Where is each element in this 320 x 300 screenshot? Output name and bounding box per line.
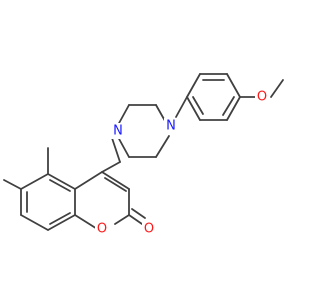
atom-label: O	[97, 222, 107, 237]
atom-labels: N N O O O	[95, 89, 269, 237]
nitrogen-atom-2: N	[111, 123, 125, 139]
double-bond-inner	[104, 177, 127, 192]
double-bond-inner	[49, 179, 71, 192]
molecule-structure: N N O O O	[3, 73, 284, 237]
bond	[270, 79, 284, 98]
bond	[101, 171, 130, 190]
bond	[114, 214, 130, 225]
double-bond-inner	[131, 208, 146, 219]
bond	[117, 136, 130, 158]
bond	[226, 73, 241, 98]
methoxyphenyl-ring	[186, 73, 241, 121]
atom-label: O	[257, 90, 267, 105]
bond	[47, 214, 76, 231]
ring-oxygen-atom: O	[95, 221, 109, 237]
carbonyl-oxygen-atom: O	[142, 221, 156, 237]
methoxy-oxygen-atom: O	[255, 89, 269, 105]
bond	[101, 161, 121, 173]
bond	[186, 96, 201, 121]
bond	[226, 96, 241, 121]
atom-label: N	[166, 119, 176, 134]
piperazine-ring	[117, 96, 188, 158]
double-bond-inner	[49, 212, 71, 225]
bond	[186, 73, 201, 98]
atom-label: N	[113, 124, 123, 139]
bond	[128, 214, 143, 225]
nitrogen-atom-1: N	[164, 118, 178, 134]
bond	[20, 173, 49, 190]
bond	[3, 179, 22, 190]
bond	[175, 96, 188, 118]
double-bond-inner	[222, 96, 235, 116]
bond	[111, 137, 121, 163]
bond	[47, 173, 76, 190]
bond	[20, 214, 49, 231]
methoxy-group	[239, 79, 284, 98]
double-bond-inner	[192, 96, 204, 115]
atom-label: O	[144, 222, 154, 237]
bond	[155, 135, 170, 158]
bond	[117, 104, 130, 126]
coumarin-core	[20, 171, 146, 233]
methyl-groups	[3, 147, 49, 190]
methylene-linker	[101, 137, 121, 173]
bond	[74, 171, 103, 190]
